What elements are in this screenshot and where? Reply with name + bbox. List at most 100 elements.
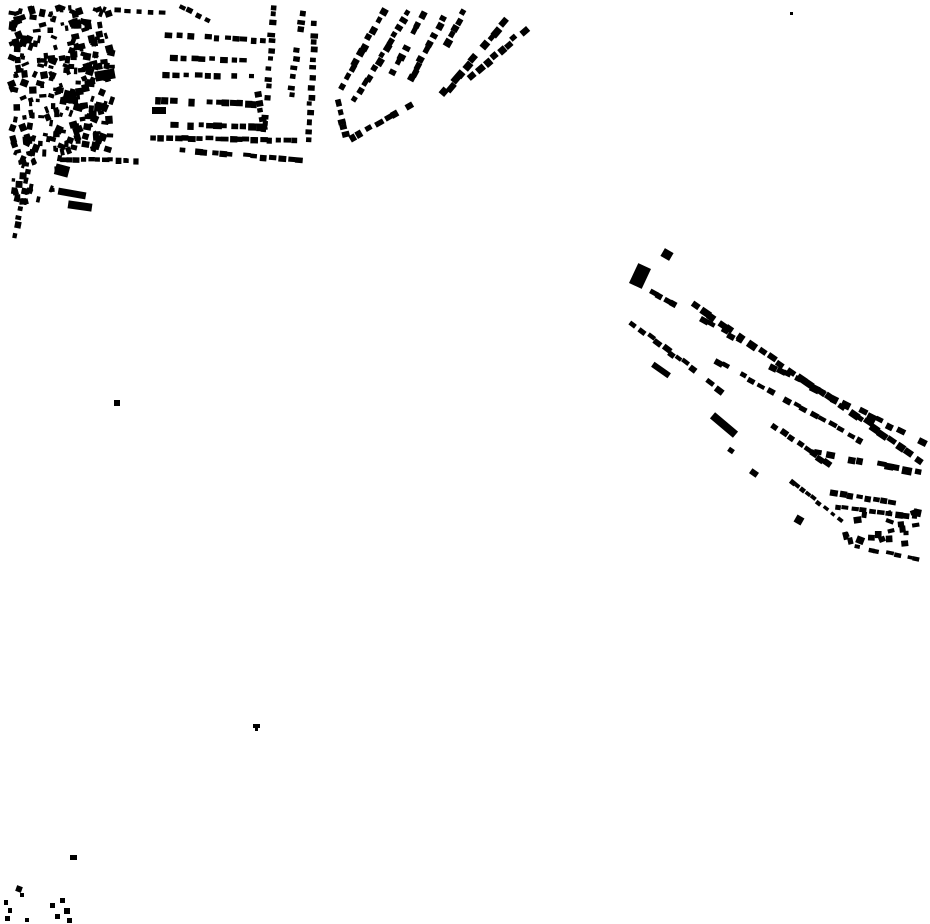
building <box>341 130 351 138</box>
building <box>81 140 90 149</box>
building <box>269 19 277 26</box>
building <box>914 455 924 466</box>
building <box>868 508 877 515</box>
building <box>374 56 385 68</box>
building <box>912 556 920 562</box>
building <box>95 30 104 39</box>
building <box>628 320 637 329</box>
building <box>91 142 101 149</box>
building <box>11 188 20 196</box>
building <box>230 136 238 143</box>
building <box>43 113 52 122</box>
building <box>713 358 724 368</box>
building <box>487 32 497 42</box>
building <box>21 61 30 68</box>
building <box>187 122 194 131</box>
building <box>60 898 65 903</box>
building <box>13 71 19 79</box>
building <box>45 135 51 143</box>
building <box>73 67 78 75</box>
building <box>503 40 514 51</box>
building <box>35 196 41 203</box>
building <box>374 118 385 128</box>
building <box>68 96 75 102</box>
building <box>97 109 105 116</box>
building <box>204 16 211 24</box>
building <box>859 507 867 513</box>
building <box>198 122 204 128</box>
building <box>706 312 717 323</box>
building <box>498 16 509 28</box>
building <box>766 387 776 396</box>
building <box>893 552 902 559</box>
building <box>175 135 183 142</box>
building <box>191 55 199 62</box>
building <box>756 382 766 391</box>
building <box>92 132 100 141</box>
building <box>699 316 710 326</box>
building <box>813 449 823 456</box>
building <box>53 145 57 152</box>
building <box>305 137 312 143</box>
building <box>15 885 23 893</box>
building <box>239 123 247 130</box>
building <box>250 153 258 159</box>
building <box>49 187 55 193</box>
building <box>133 158 139 165</box>
building <box>72 126 80 136</box>
building <box>466 71 477 81</box>
building <box>254 90 263 98</box>
building <box>5 916 10 921</box>
building <box>447 30 456 39</box>
building <box>519 26 531 37</box>
building <box>291 137 298 144</box>
building <box>63 67 70 74</box>
building <box>68 8 78 16</box>
building <box>47 13 53 18</box>
building <box>370 64 379 73</box>
building <box>60 21 65 26</box>
building <box>103 145 113 154</box>
building <box>70 855 77 860</box>
building <box>86 113 93 120</box>
building <box>50 903 55 908</box>
building <box>292 55 301 63</box>
building <box>27 42 35 51</box>
building <box>103 32 109 40</box>
building <box>798 405 808 414</box>
building <box>70 144 78 151</box>
building <box>14 30 24 41</box>
building <box>80 26 90 33</box>
building <box>817 415 827 423</box>
building <box>786 433 796 443</box>
building <box>115 157 122 165</box>
building <box>825 451 836 460</box>
building <box>54 85 63 94</box>
building <box>19 13 27 21</box>
building <box>786 367 797 377</box>
building <box>212 150 219 156</box>
building <box>489 51 499 61</box>
building <box>396 52 407 62</box>
building <box>158 10 166 15</box>
building <box>897 521 905 528</box>
building <box>38 8 46 18</box>
building <box>52 107 60 113</box>
building <box>368 25 379 36</box>
building <box>911 522 920 528</box>
building <box>404 101 415 111</box>
building <box>307 109 315 116</box>
building <box>59 97 68 106</box>
building <box>50 103 56 110</box>
building <box>250 37 257 45</box>
building <box>458 8 467 16</box>
building <box>306 101 312 106</box>
building <box>20 187 29 195</box>
building <box>293 47 300 54</box>
building <box>77 67 86 73</box>
building <box>43 106 50 114</box>
building <box>798 486 807 494</box>
building <box>204 33 213 40</box>
building <box>690 300 701 311</box>
